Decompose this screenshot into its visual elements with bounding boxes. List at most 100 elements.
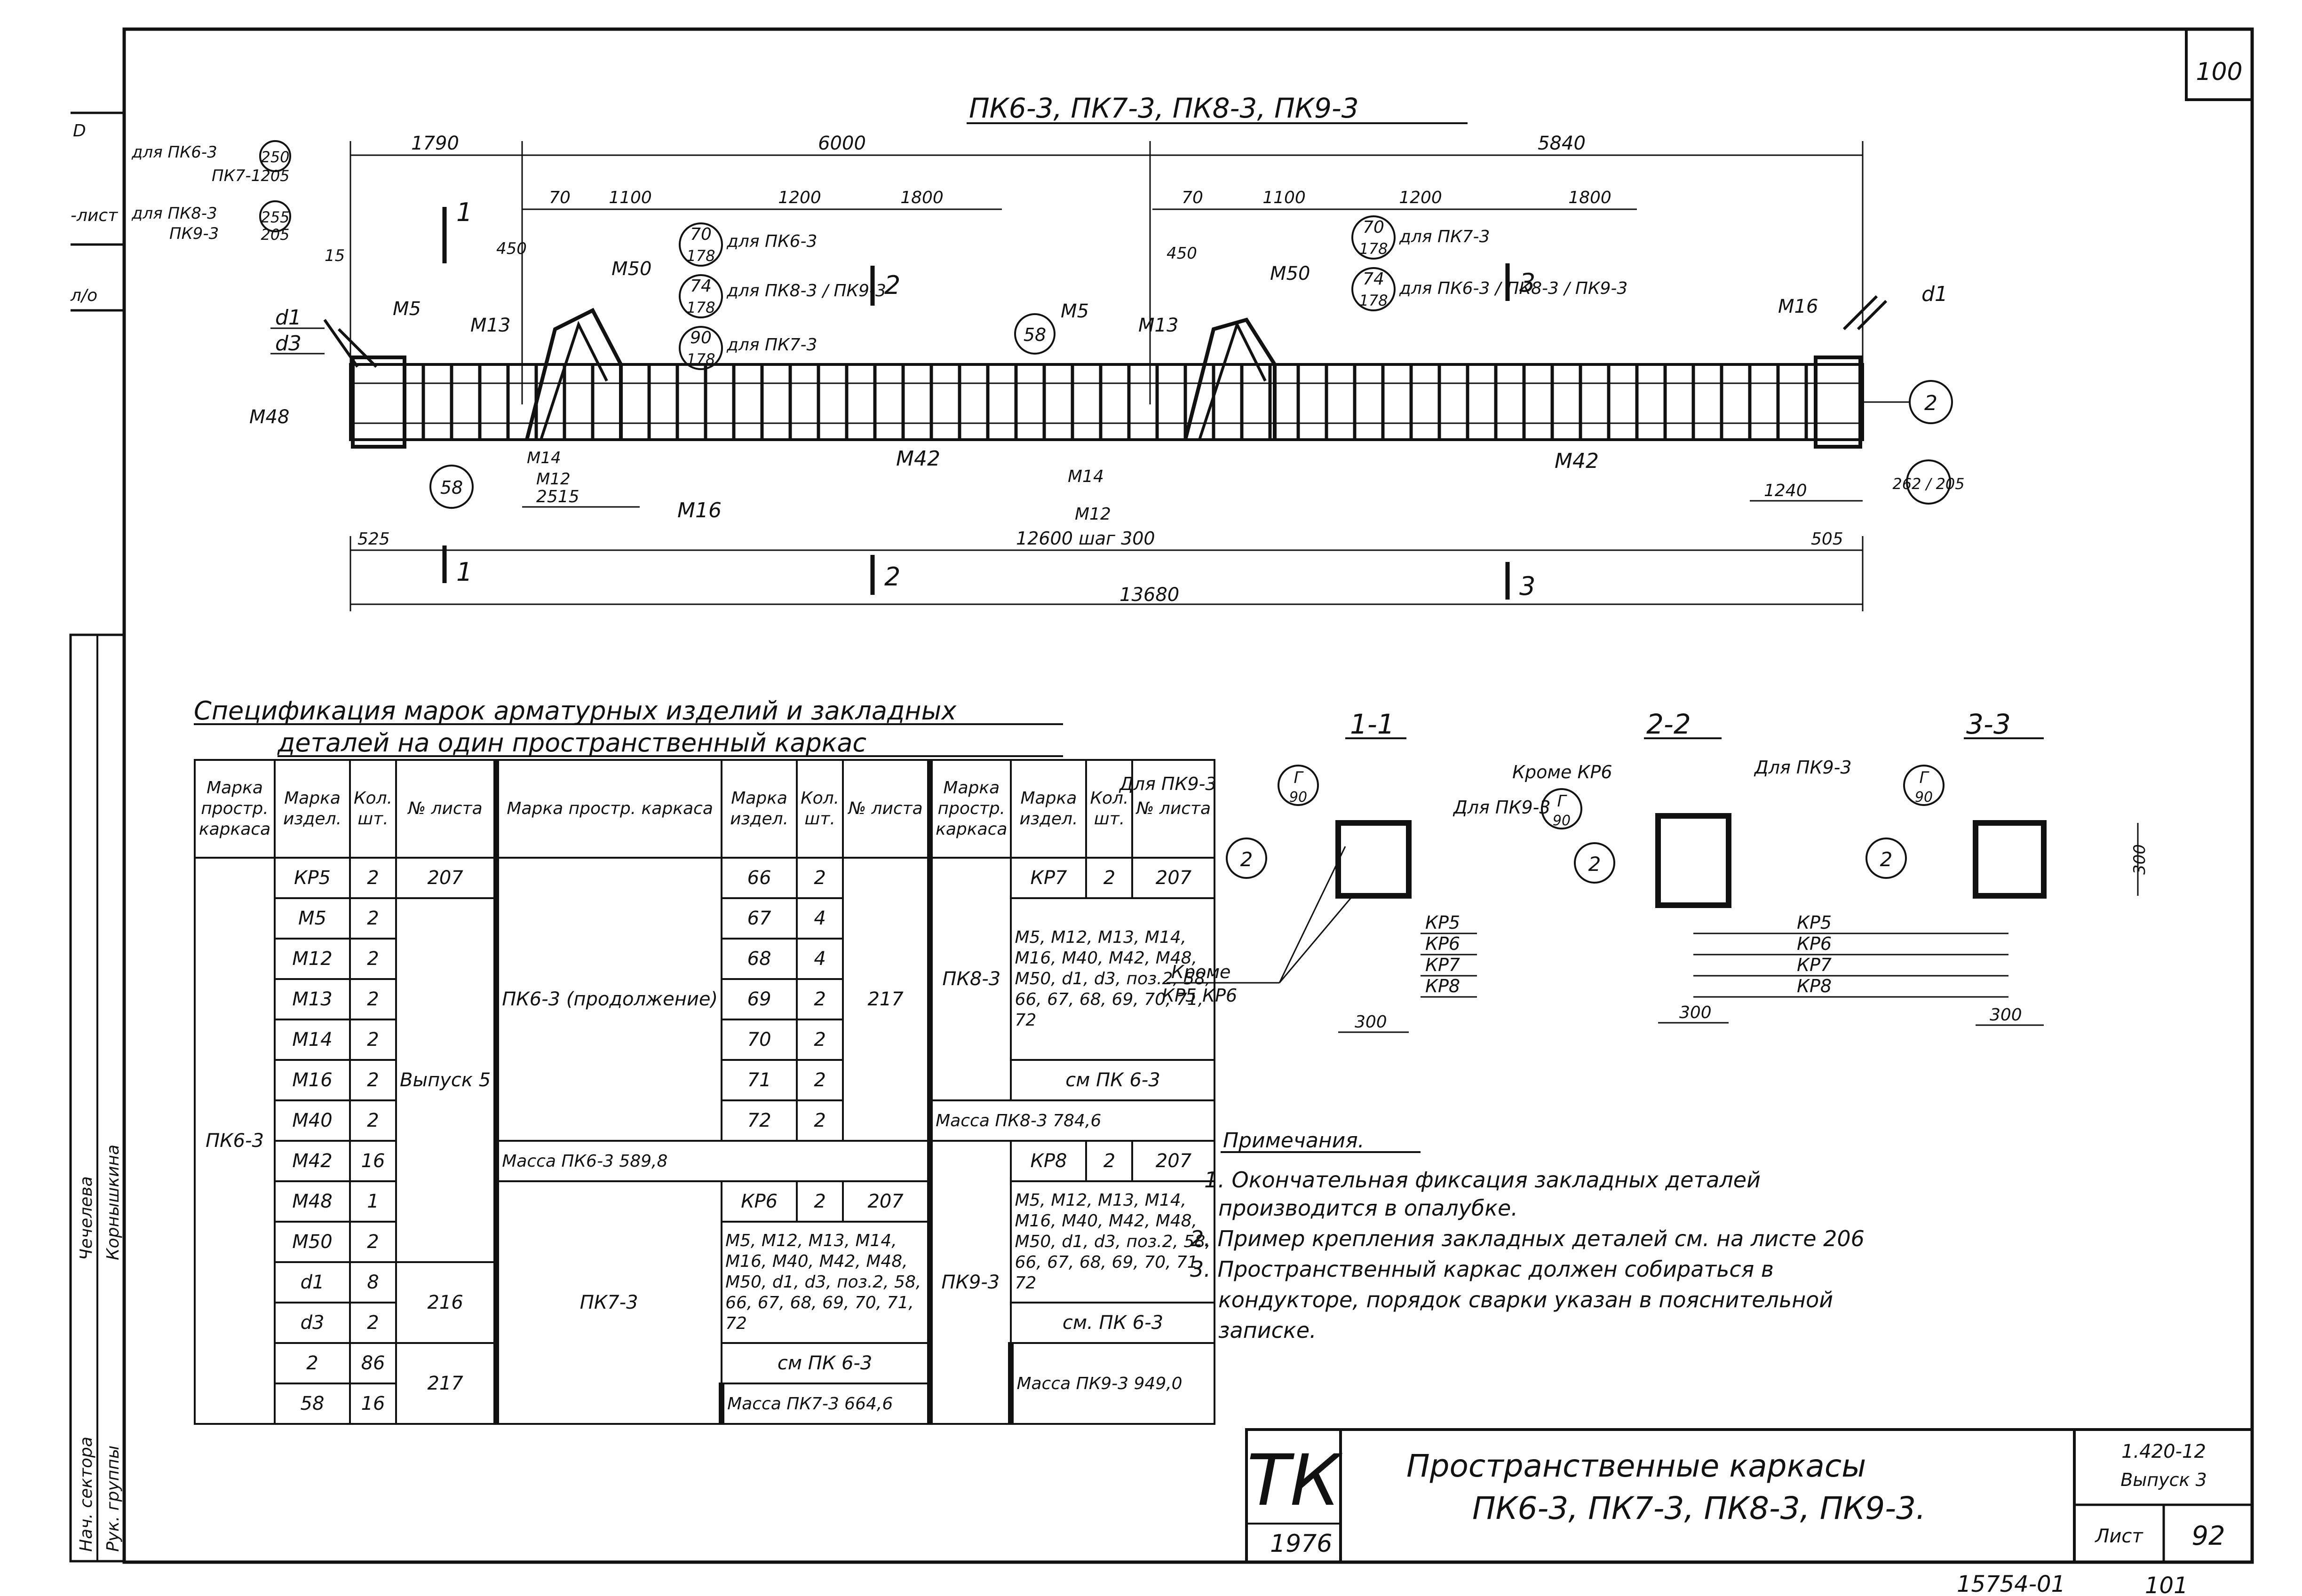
g1-item-9: М50: [274, 1221, 351, 1263]
dim-1100-a: 1100: [609, 188, 652, 207]
section-22-pos: 2: [1588, 853, 1601, 876]
callout-r2-top: 74: [1363, 269, 1384, 289]
g1-qty-2: 2: [349, 938, 397, 980]
section-3-bottom: 3: [1519, 571, 1535, 601]
callout-r1-top: 70: [1363, 218, 1384, 237]
section-11-kr8: КР8: [1425, 976, 1460, 996]
callout-l3-top: 90: [690, 328, 712, 348]
section-11-circle-bottom: 90: [1289, 789, 1307, 806]
kr-list-1: КР5: [1797, 912, 1832, 933]
g2-qty-1: 4: [796, 897, 844, 940]
strip-sig-4: Корнышкина: [103, 1145, 123, 1260]
spec-title-2: деталей на один пространственный каркас: [277, 728, 866, 758]
section-22-label: 2-2: [1646, 708, 1691, 740]
g2-qty-0: 2: [796, 857, 844, 899]
dim-1200-b: 1200: [1399, 188, 1442, 207]
note-line-6: записке.: [1218, 1318, 1317, 1343]
g2-kr-sheet: 207: [842, 1180, 931, 1223]
h-qty-1: Кол. шт.: [349, 759, 397, 859]
h-sheet-1: № листа: [395, 759, 498, 859]
g1-sheet-vypusk: Выпуск 5: [395, 897, 498, 1263]
g3-see: см ПК 6-3: [1010, 1059, 1216, 1101]
circle-pos-2: 2: [1924, 391, 1937, 415]
table-row: 2 86 217 см ПК 6-3 Масса ПК9-3 949,0: [195, 1342, 1216, 1425]
h-sheet-3: № листа: [1131, 759, 1216, 859]
g1-item-8: М48: [274, 1180, 351, 1223]
g2-qty-6: 2: [796, 1099, 844, 1142]
elevation-view: ПК6-3, ПК7-3, ПК8-3, ПК9-3 1790 6000 584…: [131, 92, 1965, 611]
note-pk8-value: 255: [261, 208, 289, 226]
dim-15: 15: [325, 246, 345, 265]
callout-l1-top: 70: [690, 225, 712, 244]
callout-l2-text: для ПК8-3 / ПК9-3: [726, 281, 886, 300]
g2-mass2: Масса ПК7-3 664,6: [719, 1383, 1012, 1425]
table-row: d3 2 см. ПК 6-3: [195, 1302, 1216, 1344]
callout-r1-bottom: 178: [1359, 240, 1388, 258]
title-block: ТК 1976 Пространственные каркасы ПК6-3, …: [1245, 1428, 2254, 1564]
mark-m16-right: М16: [1778, 296, 1818, 317]
table-row: М12 2 68 4: [195, 938, 1215, 980]
strip-mark-3: л/о: [70, 286, 97, 305]
table-row: М13 2 69 2: [195, 978, 1215, 1020]
dim-450-b: 450: [1167, 244, 1197, 263]
g2-kr-qty: 2: [796, 1180, 844, 1223]
h-frame-1: Марка простр. каркаса: [194, 759, 276, 859]
mark-m14-right: М14: [1068, 467, 1104, 486]
strip-sig-1: Нач. сектора: [77, 1437, 96, 1552]
g2-item-0: 66: [721, 857, 798, 899]
mark-m12-right: М12: [1075, 505, 1111, 524]
g2-kr-item: КР6: [721, 1180, 798, 1223]
table-row: М40 2 72 2 Масса ПК8-3 784,6: [195, 1099, 1216, 1142]
table-row: d1 8 216: [195, 1261, 1215, 1344]
title-line-2: ПК6-3, ПК7-3, ПК8-3, ПК9-3.: [1472, 1490, 1926, 1526]
g1-qty-1: 2: [349, 897, 397, 940]
section-11-kr7: КР7: [1425, 955, 1460, 975]
g1-item-1: М5: [274, 897, 351, 940]
g2-frame2: ПК7-3: [493, 1180, 723, 1425]
g3-mass2: Масса ПК9-3 949,0: [1008, 1342, 1216, 1425]
section-33-pos: 2: [1880, 848, 1893, 871]
g3-composition2: М5, М12, М13, М14, М16, М40, М42, М48, М…: [1010, 1180, 1216, 1304]
g1-qty-13: 16: [349, 1383, 397, 1425]
mark-d1-right: d1: [1921, 282, 1948, 306]
mark-m50-left: М50: [611, 258, 651, 280]
spec-title-1: Спецификация марок арматурных изделий и …: [194, 696, 957, 726]
spec-table: Марка простр. каркаса Марка издел. Кол. …: [194, 759, 1216, 1425]
dim-1800-a: 1800: [900, 188, 944, 207]
g1-item-2: М12: [274, 938, 351, 980]
g3-kr-qty: 2: [1085, 857, 1134, 899]
note-pk8-value2: 205: [261, 226, 289, 244]
callout-r2-bottom: 178: [1359, 292, 1388, 309]
title-logo: ТК: [1247, 1440, 1343, 1522]
g2-qty-2: 4: [796, 938, 844, 980]
g1-qty-10: 8: [349, 1261, 397, 1304]
note-pk8-prefix: для ПК8-3: [131, 204, 217, 223]
strip-sig-2: Рук. группы: [103, 1446, 123, 1552]
dim-1100-b: 1100: [1262, 188, 1306, 207]
h-frame-3: Марка простр. каркаса: [927, 759, 1012, 859]
section-11-kr6: КР6: [1425, 933, 1460, 954]
notes-title: Примечания.: [1223, 1129, 1365, 1153]
dim-5840: 5840: [1538, 133, 1586, 154]
mark-m13-left: М13: [470, 315, 510, 336]
circle-58-top: 58: [1024, 324, 1046, 345]
g3-composition: М5, М12, М13, М14, М16, М40, М42, М48, М…: [1010, 897, 1216, 1061]
dim-1790: 1790: [411, 133, 459, 154]
h-item-3: Марка издел.: [1010, 759, 1087, 859]
mark-d1-left: d1: [275, 306, 302, 330]
g2-mass: Масса ПК6-3 589,8: [493, 1140, 931, 1182]
kr-list-3: КР7: [1797, 955, 1832, 975]
section-1-bottom: 1: [456, 557, 472, 587]
dim-1200-a: 1200: [778, 188, 821, 207]
section-22-circle-top: Г: [1557, 792, 1568, 811]
g3-kr2-qty: 2: [1085, 1140, 1134, 1182]
dim-525: 525: [357, 529, 390, 549]
mark-m14-left: М14: [527, 449, 561, 467]
g1-frame: ПК6-3: [194, 857, 276, 1425]
g1-qty-5: 2: [349, 1059, 397, 1101]
section-views: 1-1 Для ПК9-3 Г 90 2 Кроме КР5 КР6 300 К…: [1119, 708, 2149, 1033]
mark-m12-left: М12: [536, 470, 571, 489]
section-11-pos: 2: [1240, 848, 1253, 871]
section-33-note: Для ПК9-3: [1754, 757, 1852, 778]
